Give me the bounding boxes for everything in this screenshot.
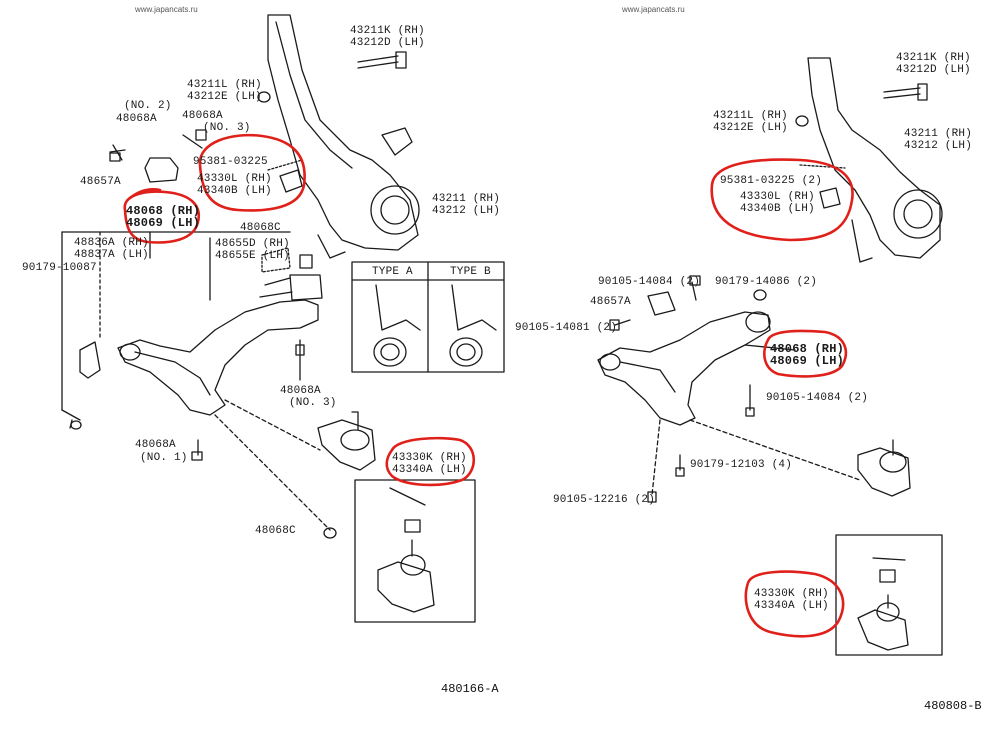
label-48068: 48068 (RH) xyxy=(126,204,201,218)
label-r-43212D: 43212D (LH) xyxy=(896,64,971,76)
left-type-box xyxy=(351,261,505,373)
label-no1: (NO. 1) xyxy=(140,452,188,464)
label-r-43340A: 43340A (LH) xyxy=(754,600,829,612)
label-48068A-no3: 48068A xyxy=(280,385,321,397)
label-43212: 43212 (LH) xyxy=(432,205,501,217)
label-48068C-top: 48068C xyxy=(240,222,281,234)
highlight-right-43330L xyxy=(710,158,854,242)
label-no2: (NO. 2) xyxy=(124,100,172,112)
label-r-95381: 95381-03225 (2) xyxy=(720,175,823,187)
label-r-43340B: 43340B (LH) xyxy=(740,203,815,215)
label-no3-top: (NO. 3) xyxy=(203,122,251,134)
figure-id-right: 480808-B xyxy=(924,699,982,713)
highlight-left-48068 xyxy=(123,190,201,244)
label-r-90179-14086: 90179-14086 (2) xyxy=(715,276,818,288)
watermark-left: www.japancats.ru xyxy=(135,5,198,14)
left-ball-joint-drawing xyxy=(317,411,376,471)
label-48655E: 48655E (LH) xyxy=(215,250,290,262)
label-95381: 95381-03225 xyxy=(193,156,268,168)
label-43211: 43211 (RH) xyxy=(432,193,501,205)
highlight-left-43330K xyxy=(385,436,476,487)
label-no3-b: (NO. 3) xyxy=(289,397,337,409)
highlight-annotations xyxy=(123,133,854,638)
label-43330K: 43330K (RH) xyxy=(392,452,467,464)
label-90179-10087: 90179-10087 xyxy=(22,262,97,274)
label-48068A-no1: 48068A xyxy=(135,439,176,451)
label-r-90105-14081: 90105-14081 (2) xyxy=(515,322,618,334)
label-48068A-top: 48068A xyxy=(116,113,157,125)
label-r-43212: 43212 (LH) xyxy=(904,140,973,152)
label-r-48068: 48068 (RH) xyxy=(770,342,845,356)
label-type-a: TYPE A xyxy=(372,266,413,278)
right-ball-joint-drawing xyxy=(857,439,911,497)
highlight-left-43330L xyxy=(198,133,306,212)
left-detail-box xyxy=(354,479,476,623)
label-48068A-mid: 48068A xyxy=(182,110,223,122)
left-top-bolt-drawing xyxy=(357,51,407,69)
label-r-43212E: 43212E (LH) xyxy=(713,122,788,134)
label-43340B: 43340B (LH) xyxy=(197,185,272,197)
label-48836A: 48836A (RH) xyxy=(74,237,149,249)
label-43330L: 43330L (RH) xyxy=(197,173,272,185)
label-r-48069: 48069 (LH) xyxy=(770,354,845,368)
label-48069: 48069 (LH) xyxy=(126,216,201,230)
label-43212E: 43212E (LH) xyxy=(187,91,262,103)
label-48837A: 48837A (LH) xyxy=(74,249,149,261)
label-r-43211L: 43211L (RH) xyxy=(713,110,788,122)
figure-id-left: 480166-A xyxy=(441,682,499,696)
label-r-90179-12103: 90179-12103 (4) xyxy=(690,459,793,471)
highlight-right-43330K xyxy=(744,570,845,638)
right-knuckle-drawing xyxy=(807,57,943,263)
right-detail-box xyxy=(835,534,943,656)
label-43212D: 43212D (LH) xyxy=(350,37,425,49)
label-43211L: 43211L (RH) xyxy=(187,79,262,91)
label-r-90105-14084a: 90105-14084 (2) xyxy=(598,276,701,288)
label-48068C-bot: 48068C xyxy=(255,525,296,537)
label-r-43330K: 43330K (RH) xyxy=(754,588,829,600)
label-r-43330L: 43330L (RH) xyxy=(740,191,815,203)
left-knuckle-drawing xyxy=(267,14,420,259)
label-48655D: 48655D (RH) xyxy=(215,238,290,250)
label-r-43211: 43211 (RH) xyxy=(904,128,973,140)
label-48657A: 48657A xyxy=(80,176,121,188)
highlight-right-48068 xyxy=(763,329,847,378)
left-control-arm-drawing xyxy=(117,247,323,416)
label-r-90105-12216: 90105-12216 (2) xyxy=(553,494,656,506)
label-43340A: 43340A (LH) xyxy=(392,464,467,476)
label-r-90105-14084c: 90105-14084 (2) xyxy=(766,392,869,404)
watermark-right: www.japancats.ru xyxy=(622,5,685,14)
label-r-48657A: 48657A xyxy=(590,296,631,308)
right-control-arm-drawing xyxy=(597,311,796,426)
label-type-b: TYPE B xyxy=(450,266,491,278)
label-r-43211K: 43211K (RH) xyxy=(896,52,971,64)
label-43211K: 43211K (RH) xyxy=(350,25,425,37)
